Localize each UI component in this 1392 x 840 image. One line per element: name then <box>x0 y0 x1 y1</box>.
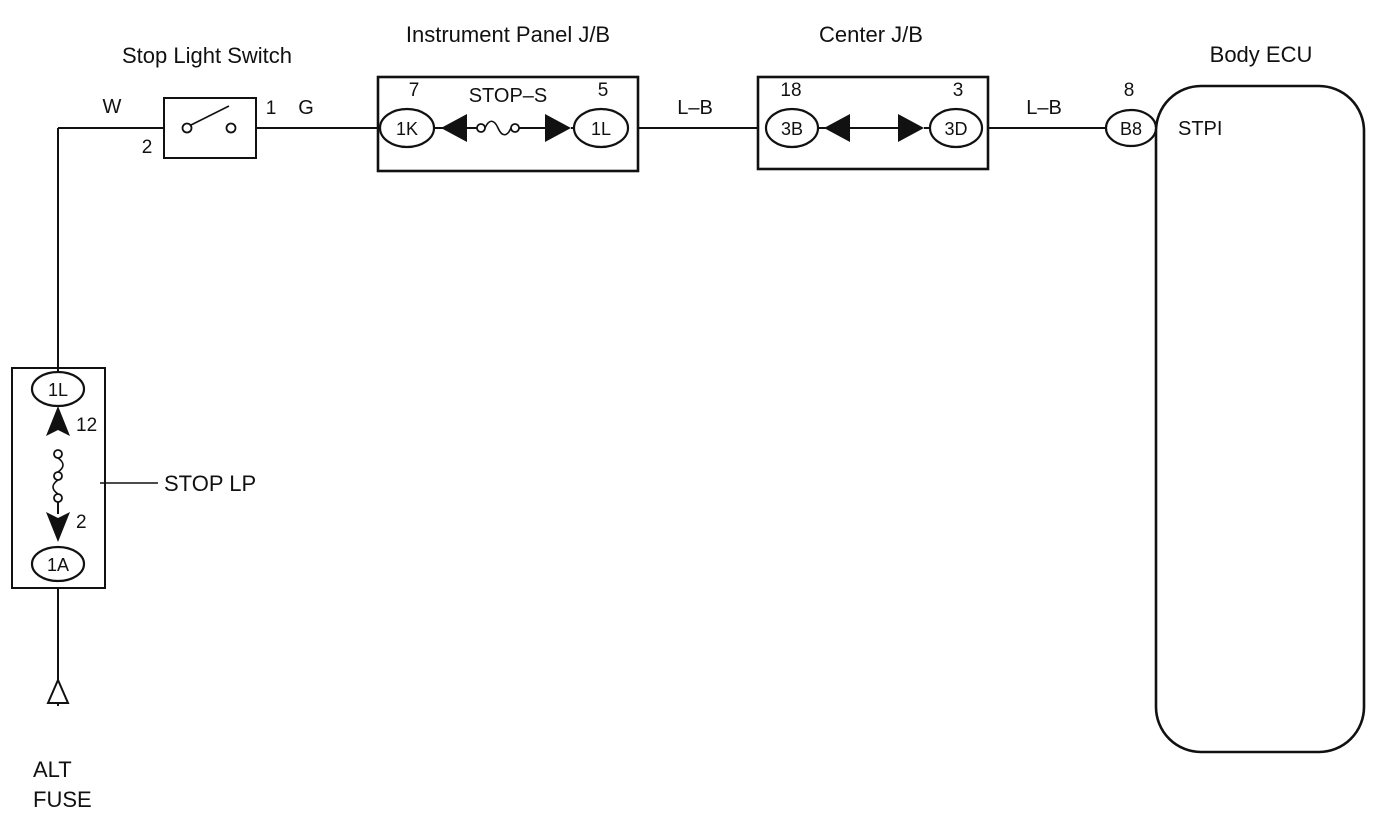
ecu-pin-8: 8 <box>1124 80 1135 101</box>
connector-3d <box>928 107 984 149</box>
cjb-arrow-right-icon <box>898 114 924 142</box>
stop-lp-block: 1L 12 2 1A STOP LP <box>11 367 256 589</box>
switch-lever <box>190 105 230 126</box>
wire-color-label-w: W <box>103 96 122 118</box>
body-ecu-label: Body ECU <box>1210 42 1313 67</box>
cjb-pin-3: 3 <box>953 80 964 101</box>
stop-lp-label: STOP LP <box>164 471 256 496</box>
cjb-arrow-left-icon <box>824 114 850 142</box>
connector-1l-label: 1L <box>591 119 611 139</box>
stop-light-switch-label: Stop Light Switch <box>122 43 292 68</box>
center-jb-box <box>756 75 990 171</box>
instrument-panel-jb-box <box>376 75 640 173</box>
fuse-stop-s-label: STOP–S <box>469 85 548 107</box>
center-jb-label: Center J/B <box>819 22 923 47</box>
switch-pin-1: 1 <box>266 98 277 119</box>
current-arrow-up-icon <box>46 406 70 436</box>
alt-fuse-label-line2: FUSE <box>33 787 92 812</box>
ecu-terminal-stpi-label: STPI <box>1178 118 1222 140</box>
body-ecu: Body ECU 8 B8 STPI <box>1104 42 1366 754</box>
circuit-wires: W G L–B L–B <box>57 96 1106 706</box>
fuse-arrow-left-icon <box>441 114 467 142</box>
connector-b8-label: B8 <box>1120 119 1142 139</box>
alt-fuse-label-line1: ALT <box>33 757 72 782</box>
fuse-terminal-right <box>510 123 520 133</box>
connector-1k-label: 1K <box>396 119 418 139</box>
connector-1l <box>572 107 630 149</box>
fuse-element <box>484 120 512 136</box>
ipjb-pin-7: 7 <box>409 80 420 101</box>
connector-1l-fusebox-label: 1L <box>48 380 68 400</box>
alt-fuse-arrow-up-icon <box>46 677 70 704</box>
fuse-terminal-left <box>476 123 486 133</box>
current-arrow-down-icon <box>46 512 70 542</box>
switch-pin-2: 2 <box>142 137 153 158</box>
stop-lp-terminal-3 <box>53 493 63 503</box>
connector-b8 <box>1104 108 1158 148</box>
switch-contact-right <box>225 122 237 134</box>
switch-contact-left <box>181 122 193 134</box>
stop-lp-element-1 <box>57 457 64 473</box>
instrument-panel-jb-label: Instrument Panel J/B <box>406 22 610 47</box>
wire-color-label-lb-right: L–B <box>1026 97 1062 119</box>
stop-lp-terminal-2 <box>53 471 63 481</box>
stop-lp-pin-12: 12 <box>76 415 97 436</box>
center-jb: Center J/B 18 3 3B 3D <box>756 22 990 171</box>
instrument-panel-jb: Instrument Panel J/B 7 5 STOP–S 1K 1L <box>376 22 640 173</box>
connector-3b-label: 3B <box>781 119 803 139</box>
wire-color-label-lb-left: L–B <box>677 97 713 119</box>
connector-1a <box>30 545 86 583</box>
stop-lp-element-2 <box>52 479 59 495</box>
alt-fuse-source: ALT FUSE <box>33 677 92 812</box>
body-ecu-box <box>1154 84 1366 754</box>
stop-lp-pin-2: 2 <box>76 512 87 533</box>
cjb-pin-18: 18 <box>780 80 801 101</box>
stop-light-switch: Stop Light Switch 2 1 <box>122 43 292 159</box>
stop-lp-terminal-1 <box>53 449 63 459</box>
connector-1a-label: 1A <box>47 555 69 575</box>
wire-color-label-g: G <box>298 97 314 119</box>
stop-light-switch-box <box>163 97 257 159</box>
stop-lp-box <box>11 367 106 589</box>
connector-3d-label: 3D <box>944 119 967 139</box>
fuse-arrow-right-icon <box>545 114 571 142</box>
ipjb-pin-5: 5 <box>598 80 609 101</box>
